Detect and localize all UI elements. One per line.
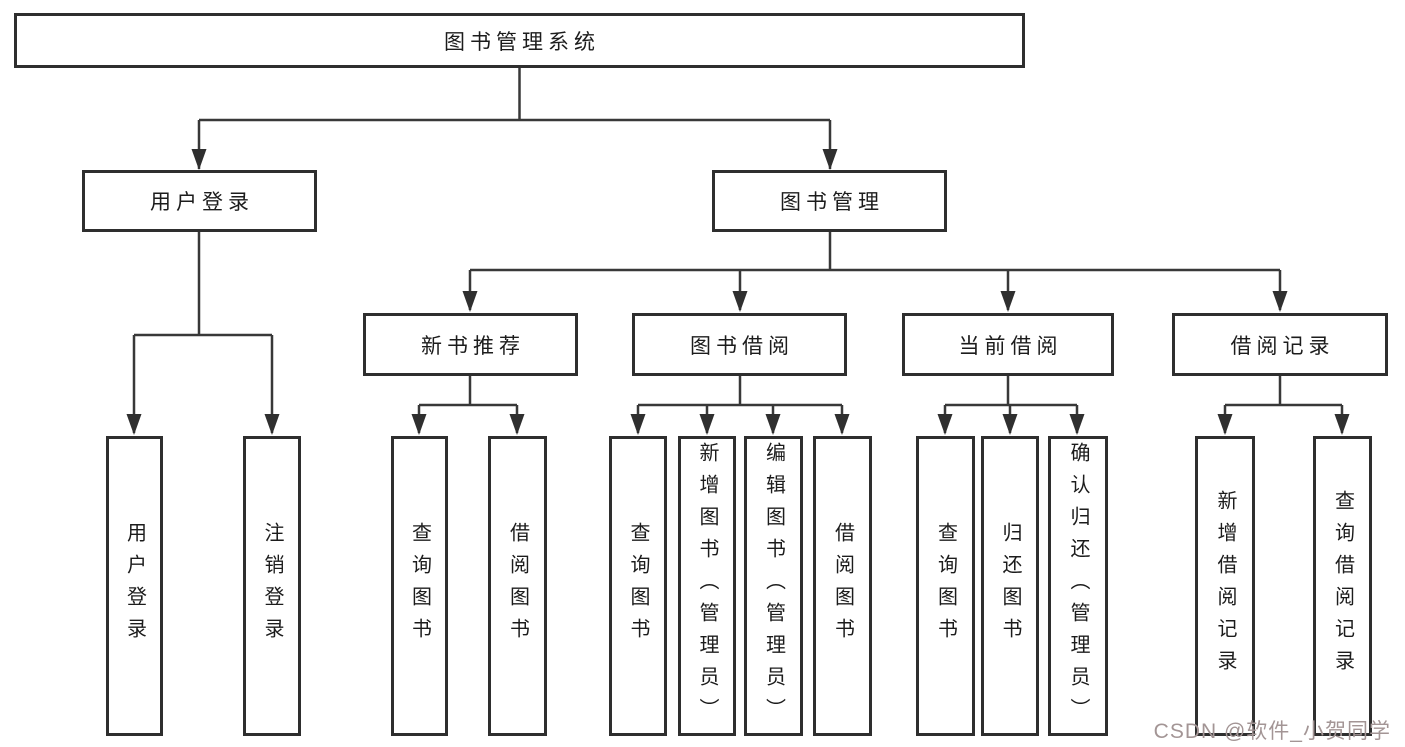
leaf-logout: 注销登录 <box>243 436 301 736</box>
node-user-login: 用户登录 <box>82 170 317 232</box>
leaf-edit-book-admin: 编辑图书（管理员） <box>744 436 803 736</box>
leaf-query-book-recommend: 查询图书 <box>391 436 448 736</box>
node-book-management: 图书管理 <box>712 170 947 232</box>
connector-elbows <box>132 68 1344 433</box>
leaf-query-borrow-record: 查询借阅记录 <box>1313 436 1372 736</box>
arrowheads <box>126 149 1350 435</box>
node-library-system: 图书管理系统 <box>14 13 1025 68</box>
leaf-add-book-admin: 新增图书（管理员） <box>678 436 736 736</box>
leaf-return-book: 归还图书 <box>981 436 1039 736</box>
leaf-confirm-return-admin: 确认归还（管理员） <box>1048 436 1108 736</box>
node-borrowing-records: 借阅记录 <box>1172 313 1388 376</box>
leaf-add-borrow-record: 新增借阅记录 <box>1195 436 1255 736</box>
leaf-query-book-current: 查询图书 <box>916 436 975 736</box>
leaf-user-login: 用户登录 <box>106 436 163 736</box>
node-book-borrowing: 图书借阅 <box>632 313 847 376</box>
leaf-borrow-book: 借阅图书 <box>813 436 872 736</box>
watermark: CSDN @软件_小贺同学 <box>1153 720 1391 743</box>
node-current-borrowing: 当前借阅 <box>902 313 1114 376</box>
node-new-book-recommend: 新书推荐 <box>363 313 578 376</box>
leaf-query-book-borrow: 查询图书 <box>609 436 667 736</box>
leaf-borrow-book-recommend: 借阅图书 <box>488 436 547 736</box>
